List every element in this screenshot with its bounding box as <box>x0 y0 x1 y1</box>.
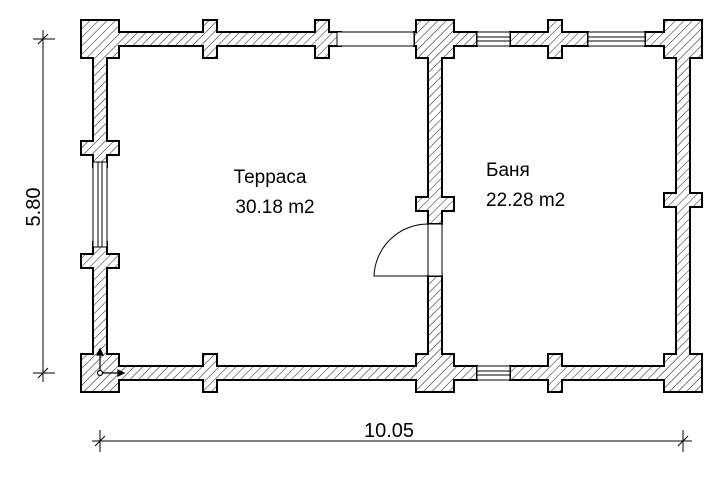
room-area-terrace: 30.18 m2 <box>235 197 314 218</box>
width-dimension-label: 10.05 <box>364 420 414 442</box>
door <box>373 223 443 277</box>
room-area-banya: 22.28 m2 <box>486 190 565 211</box>
window-top-2 <box>587 31 646 47</box>
room-name-banya: Баня <box>486 160 530 181</box>
room-name-terrace: Терраса <box>234 167 307 188</box>
axis-marker <box>96 347 126 377</box>
height-dimension-label: 5.80 <box>23 188 45 227</box>
top-opening <box>336 31 415 47</box>
height-dimension <box>33 30 55 382</box>
window-bottom <box>476 365 511 381</box>
width-dimension <box>92 430 692 452</box>
walls <box>80 19 703 393</box>
left-opening <box>92 161 108 248</box>
window-top-1 <box>476 31 511 47</box>
openings <box>92 31 646 381</box>
